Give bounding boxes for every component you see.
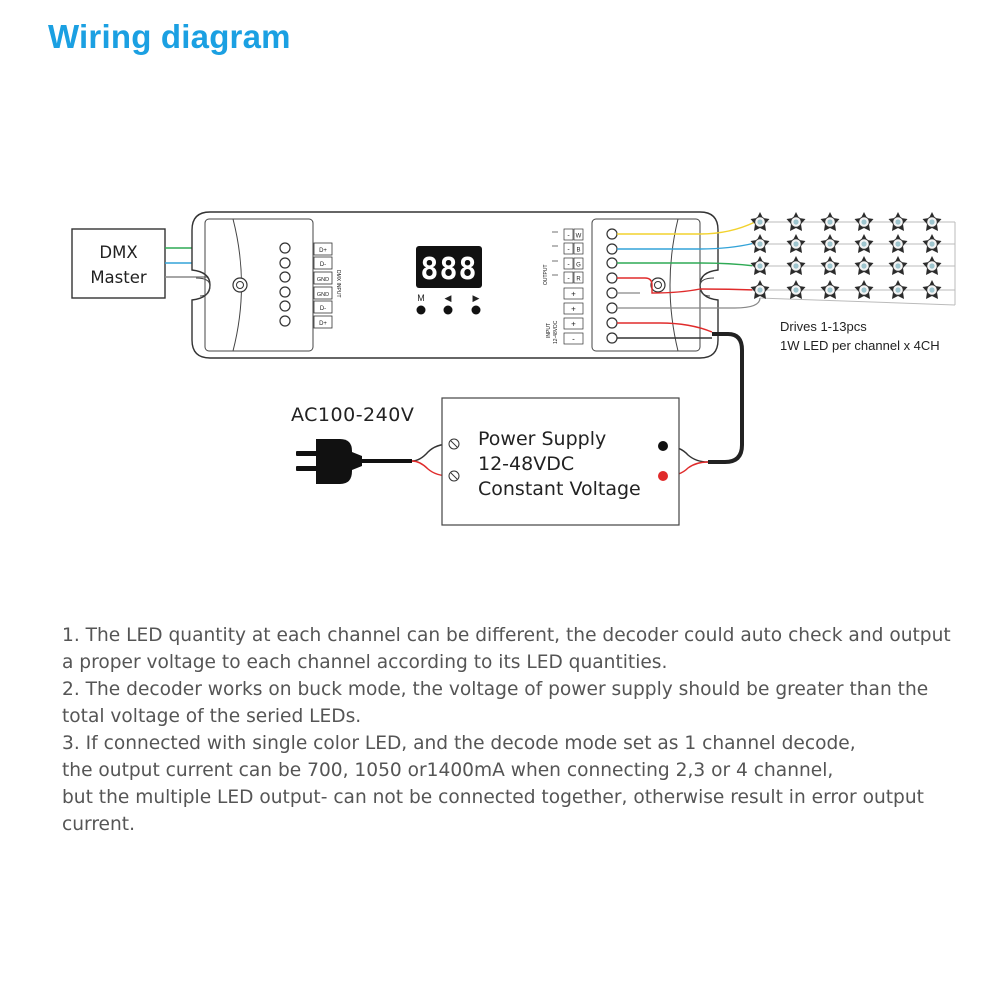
psu-positive-terminal [658,471,668,481]
output-labels: OUTPUT W B G R - - - - + + INPUT 12-48VD… [543,228,584,345]
output-label: OUTPUT [543,264,549,285]
channel-wire-green [617,262,756,267]
led-green [888,255,908,276]
page-title: Wiring diagram [48,18,291,55]
input-terminal-label: - [572,335,575,344]
dmx-master-label-line1: DMX [99,243,137,262]
led-blue [854,233,874,254]
led-red [820,279,840,300]
ac-plug [296,439,412,484]
led-yellow [922,211,942,232]
dmx-master-box [71,228,166,299]
button-label-right: ▶ [473,293,480,303]
led-green [786,255,806,276]
input-label: INPUT [546,323,552,338]
note-line: a proper voltage to each channel accordi… [62,652,668,673]
led-yellow [786,211,806,232]
channel-wire-red [617,277,756,294]
note-line: the output current can be 700, 1050 or14… [62,760,834,781]
dmx-terminal-label: GND [317,277,329,283]
led-note-line1: Drives 1-13pcs [780,319,867,334]
led-matrix [750,211,956,306]
channel-wire-blue [617,242,756,250]
output-channel-name: G [576,263,581,269]
ac-voltage-label: AC100-240V [291,404,414,426]
digital-display [416,246,482,288]
channel-wire-yellow [617,221,756,235]
button-label-m: M [417,293,425,303]
output-channel-polarity: - [567,247,570,254]
led-green [854,255,874,276]
dmx-input-labels: D+ D- GND GND D- D+ DMX INPUT [313,242,341,329]
display-digits: 888 [420,252,477,287]
led-yellow [888,211,908,232]
led-red [786,279,806,300]
output-channel-polarity: - [567,262,570,269]
led-red [750,279,770,300]
output-channel-polarity: + [571,290,576,299]
led-yellow [750,211,770,232]
output-channel-name: B [576,248,580,254]
note-line: 1. The LED quantity at each channel can … [62,625,951,646]
dmx-terminal-label: D- [320,306,326,312]
led-blue [922,233,942,254]
psu-label-line3: Constant Voltage [478,478,641,500]
dmx-terminal-label: GND [317,292,329,298]
led-green [820,255,840,276]
psu-label-line2: 12-48VDC [478,453,574,475]
dmx-master-label-line2: Master [90,268,147,287]
output-channel-name: R [576,277,581,283]
dmx-input-label: DMX INPUT [335,270,341,298]
led-green [922,255,942,276]
psu-negative-terminal [658,441,668,451]
led-blue [786,233,806,254]
dmx-terminal-label: D+ [319,321,327,327]
left-button[interactable] [443,305,453,315]
led-red [888,279,908,300]
mode-button[interactable] [416,305,426,315]
led-red [922,279,942,300]
dmx-terminal-label: D- [320,262,326,268]
dmx-terminal-label: D+ [319,248,327,254]
notes: 1. The LED quantity at each channel can … [62,622,962,838]
psu-ac-terminals [448,438,460,482]
output-channel-name: W [576,234,582,240]
psu-label-line1: Power Supply [478,428,606,450]
right-button[interactable] [471,305,481,315]
led-yellow [854,211,874,232]
input-voltage-label: 12-48VDC [553,320,559,344]
common-wire-2 [617,297,761,309]
input-terminal-label: + [571,320,576,329]
dmx-input-terminals [279,242,291,327]
wiring-diagram: DMX Master D+ D- [71,211,956,526]
note-line: current. [62,814,135,835]
led-blue [750,233,770,254]
output-channel-polarity: - [567,276,570,283]
power-supply-box [441,397,680,526]
led-blue [820,233,840,254]
input-wire-red [617,322,713,333]
note-line: total voltage of the seried LEDs. [62,706,362,727]
output-channel-polarity: + [571,305,576,314]
led-note-line2: 1W LED per channel x 4CH [780,338,940,353]
led-blue [888,233,908,254]
dc-cable [708,332,744,464]
output-channel-polarity: - [567,233,570,240]
note-line: 2. The decoder works on buck mode, the v… [62,679,929,700]
led-green [750,255,770,276]
note-line: but the multiple LED output- can not be … [62,787,924,808]
led-red [854,279,874,300]
note-line: 3. If connected with single color LED, a… [62,733,856,754]
led-yellow [820,211,840,232]
button-label-left: ◀ [445,293,452,303]
output-terminals [606,228,618,344]
